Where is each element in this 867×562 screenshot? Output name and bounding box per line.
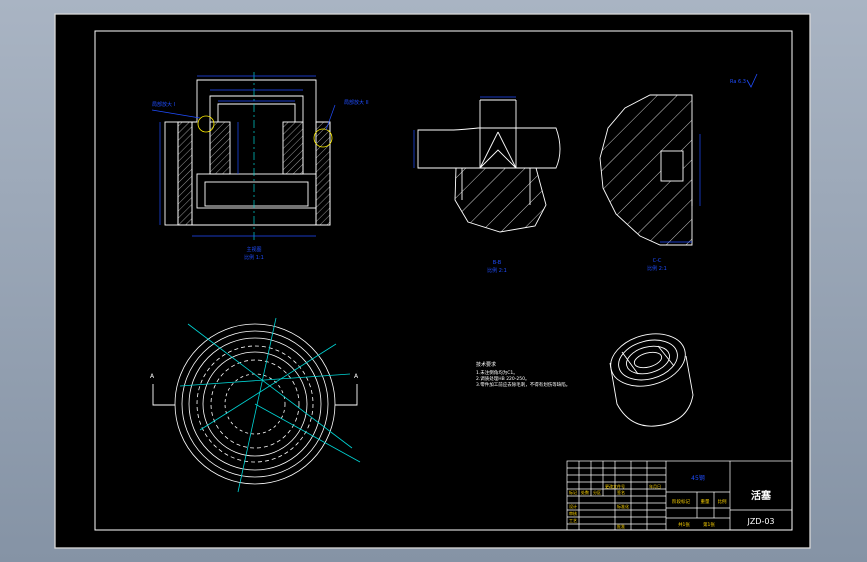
hidden-circle [210,359,300,449]
title-block-frame [566,460,793,531]
detail-circle-right[interactable] [313,128,333,148]
col-label: 签名 [617,489,625,495]
part-name: 活塞 [751,489,772,502]
material-text: 45钢 [691,474,705,482]
front-view-caption: 主视图 [246,246,261,253]
section-c-view[interactable] [596,92,696,248]
row-label: 标记 [569,489,577,495]
iso-top-ellipse [610,333,686,387]
piston-outline [177,79,331,226]
iso-ring-ellipse [618,339,678,381]
section-mark-a-right: A [354,373,359,380]
bore-circle [202,351,308,457]
col-label: 分区 [593,489,601,495]
inner-hidden-circle [224,373,286,435]
detail-circle-left[interactable] [197,115,215,133]
section-line [254,403,361,463]
drawing-border [94,30,793,531]
section-line [199,343,337,431]
leader-left [151,109,201,119]
note-line: 2.调质处理HB 220-250。 [476,375,530,382]
detail-right-label: 局部放大 II [344,99,369,106]
cut-mark-right [335,384,358,406]
detail-left-label: 局部放大 I [152,101,175,108]
section-b-caption: B-B [493,260,502,266]
change-grid [567,461,666,530]
top-view[interactable] [152,317,361,493]
section-mark-a-left: A [150,373,155,380]
col-label: 批准 [617,523,625,529]
inner-left-hatch [209,121,231,175]
drawing-number: JZD-03 [746,517,774,526]
left-wall-hatch [177,121,193,226]
ring-circle [188,337,322,471]
section-b-scale: 比例 2:1 [487,267,507,274]
iso-ring-ellipse [626,345,670,375]
row-label: 设计 [569,503,577,509]
section-b-hatch-group [455,168,546,232]
note-line: 1.未注倒角均为C1。 [476,369,518,376]
front-dimensions [151,75,336,237]
drawing-sheet [54,13,811,549]
note-line: 3.零件加工前应去除毛刺，不得有划伤等缺陷。 [476,381,570,388]
technical-notes: 技术要求 1.未注倒角均为C1。 2.调质处理HB 220-250。 3.零件加… [476,361,570,388]
slot-vee [497,131,517,169]
section-b-upper [417,127,561,169]
section-c-caption: C-C [653,258,662,264]
iso-body [609,355,694,427]
inner-step [217,103,296,122]
section-b-outline [454,167,547,233]
title-block[interactable] [566,460,793,531]
roughness-symbol [746,73,758,88]
col-label: 更改文件号 [605,483,625,489]
left-flange [164,121,179,226]
iso-bore-ellipse [633,351,663,369]
front-view-scale: 比例 1:1 [244,254,264,261]
col-label: 处数 [581,489,589,495]
cut-mark-left [152,384,175,406]
stage-mark-label: 阶段标记 [672,498,690,505]
notes-heading: 技术要求 [476,361,496,368]
col-label: 年月日 [649,483,661,489]
sheet-index: 第1张 [703,521,715,528]
bottom-bore-inner [204,181,309,207]
hidden-circle [196,345,314,463]
right-wall-hatch [315,121,331,226]
section-b-hatch [455,168,546,232]
front-section-view[interactable] [164,72,333,240]
section-c-pocket [660,150,684,182]
section-cut-marks [152,384,358,406]
slot-vee [479,131,499,169]
roughness-check-icon [746,73,758,88]
weight-label: 重量 [701,498,710,505]
section-c-scale: 比例 2:1 [647,265,667,272]
ring-circle [181,330,329,478]
outer-circle [174,323,336,485]
roughness-label: Ra 6.3 [730,79,746,85]
section-c-outline [599,94,693,246]
inner-right-hatch [282,121,304,175]
bottom-bore [196,173,317,209]
leader-right [325,104,336,131]
isometric-view[interactable] [605,326,694,427]
section-c-dimensions [660,134,701,243]
section-b-dimensions [413,96,516,168]
iso-slot [621,351,639,375]
center-lines [179,317,361,493]
section-b-view[interactable] [417,99,561,235]
row-label: 工艺 [569,518,577,523]
row-label: 审核 [569,510,577,516]
inner-bore [209,95,304,174]
iso-slot [657,345,675,367]
scale-label: 比例 [718,498,727,505]
sheet-total: 共1张 [678,521,690,528]
col-label: 标准化 [617,503,629,509]
section-line [179,373,351,387]
